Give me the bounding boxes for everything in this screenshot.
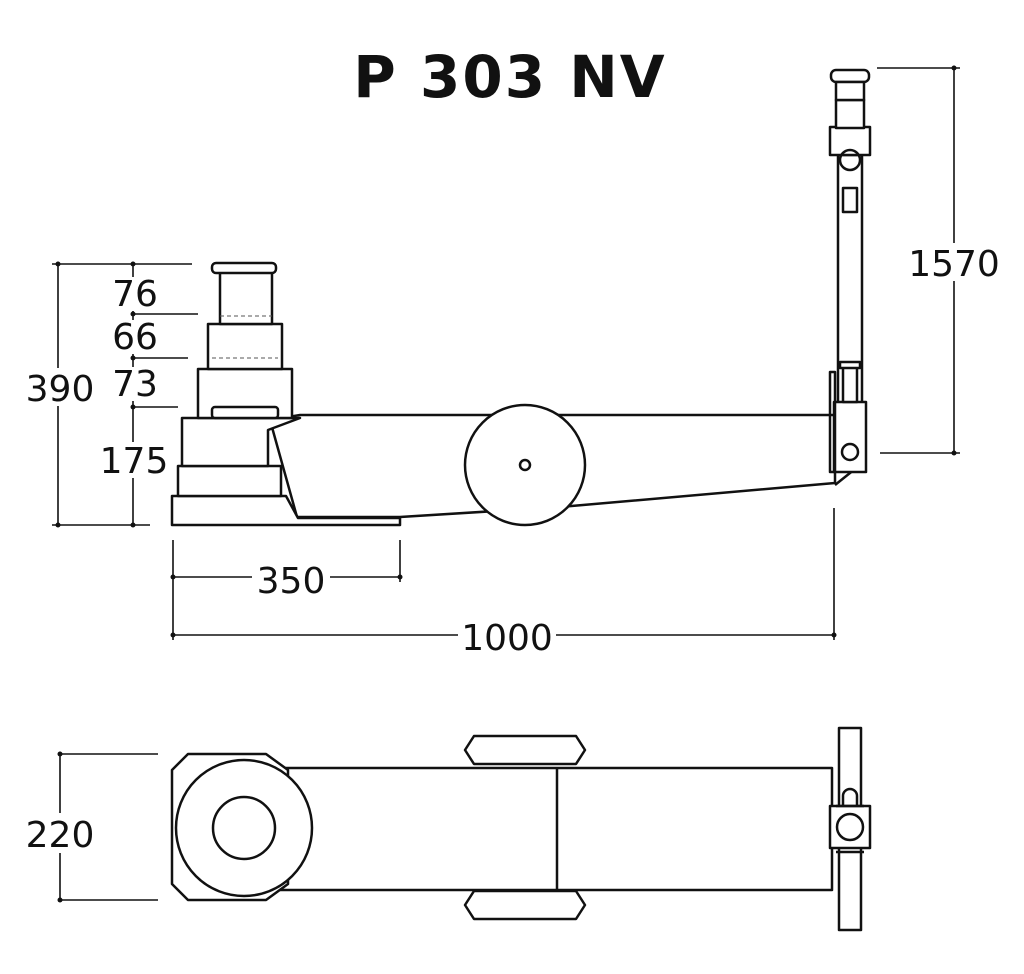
dim-total-height: 390 (26, 369, 95, 410)
dim-stage-3: 73 (112, 364, 158, 405)
cylinder-stage-1 (218, 270, 274, 326)
top-view: 220 (22, 726, 872, 932)
cylinder-stage-2 (206, 322, 284, 371)
handle-knob (834, 98, 866, 130)
wheel-top-right (463, 889, 587, 921)
base-block (176, 464, 283, 498)
cylinder-body (180, 416, 302, 468)
dim-overall-length: 1000 (461, 618, 553, 659)
handle-pivot (840, 442, 860, 462)
drawing-title: P 303 NV (353, 43, 666, 111)
width-dimension: 220 (22, 751, 158, 903)
dim-handle-height: 1570 (908, 244, 1000, 285)
side-view: 76 66 73 175 390 1570 (24, 65, 1002, 659)
handle-bracket (832, 400, 868, 474)
cylinder-top-inner (211, 795, 277, 861)
stage-3-collar (210, 405, 280, 420)
wheel-hub (518, 458, 532, 472)
dim-body-height: 175 (100, 441, 169, 482)
dim-saddle-length: 350 (257, 561, 326, 602)
handle-height-dimension: 1570 (877, 65, 1002, 456)
wheel (463, 403, 587, 527)
base-plate (170, 494, 402, 527)
handle (828, 68, 872, 474)
dim-stage-1: 76 (112, 274, 158, 315)
dim-width: 220 (26, 815, 95, 856)
vertical-dimensions: 76 66 73 175 390 (24, 261, 198, 528)
wheel-top-left (463, 734, 587, 766)
horizontal-dimensions: 350 1000 (170, 508, 837, 659)
lifting-saddle (210, 261, 278, 275)
dim-stage-2: 66 (112, 317, 158, 358)
cylinder-top-outer (174, 758, 314, 898)
